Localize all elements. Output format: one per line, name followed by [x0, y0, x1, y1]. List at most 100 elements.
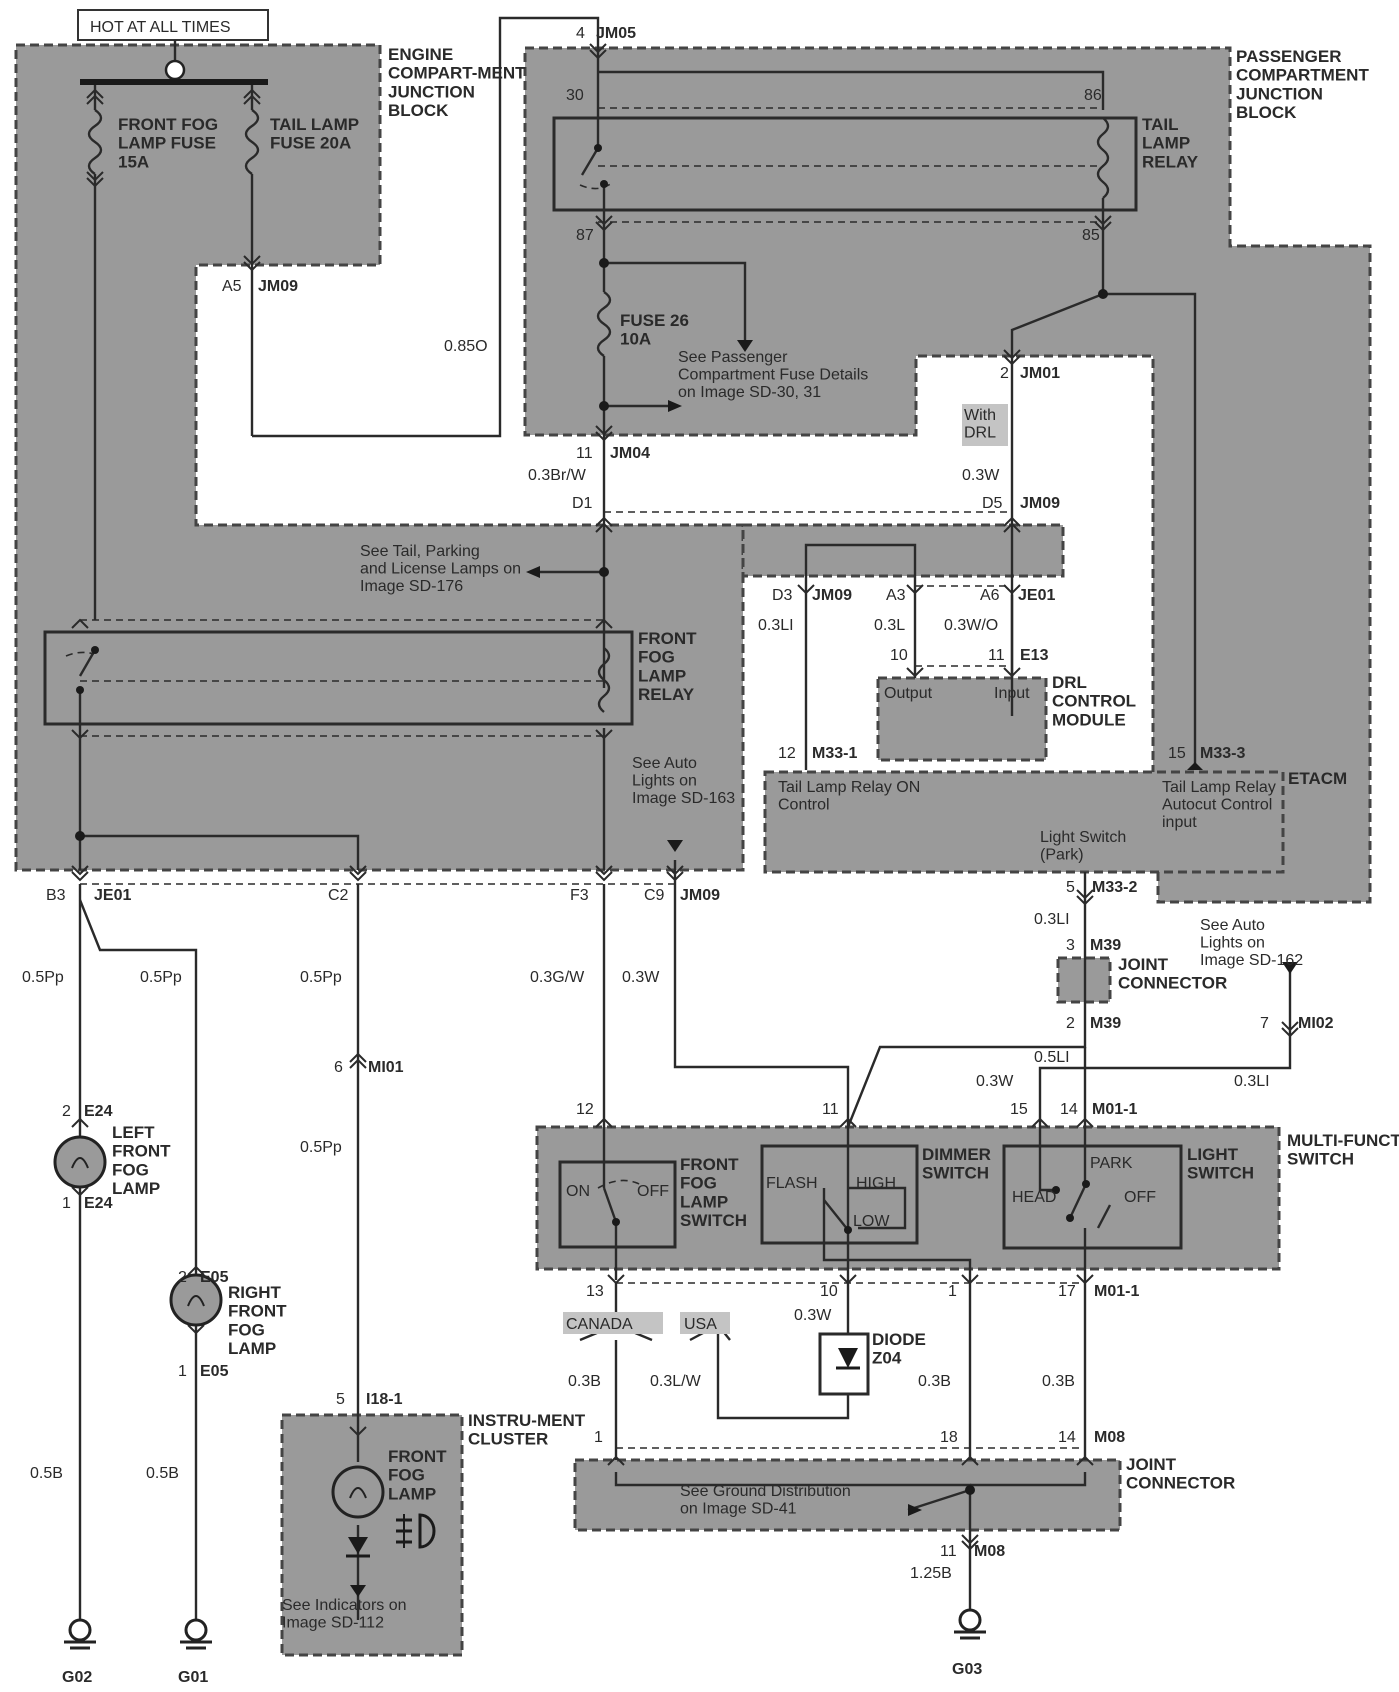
jm09-c9-label: JM09	[680, 887, 720, 904]
wire-03w-drl: 0.3W	[962, 467, 1000, 484]
light-switch-frame	[1002, 1144, 1183, 1250]
m39-2-label: M39	[1090, 1015, 1121, 1032]
wire-05b-a: 0.5B	[30, 1465, 63, 1482]
d3-pin: D3	[772, 587, 793, 604]
wire-125b: 1.25B	[910, 1565, 952, 1582]
jm05-label: JM05	[596, 25, 636, 42]
wire-03w-10: 0.3W	[794, 1307, 832, 1324]
a6-pin: A6	[980, 587, 1000, 604]
mi01-label: MI01	[368, 1059, 404, 1076]
a3-pin: A3	[886, 587, 906, 604]
mi02-label: MI02	[1298, 1015, 1334, 1032]
fog-switch-off: OFF	[637, 1183, 669, 1200]
wire-03w-c9: 0.3W	[622, 969, 660, 986]
m08-pin14: 14	[1058, 1429, 1076, 1446]
canada-tag-bg	[563, 1312, 663, 1334]
jm04-pin: 11	[576, 445, 593, 462]
a5-pin: A5	[222, 278, 242, 295]
ground-g03-icon	[954, 1608, 986, 1640]
cluster-lamp-icon	[331, 1465, 385, 1558]
wires	[65, 16, 1292, 1620]
wire-03l-a3: 0.3L	[874, 617, 905, 634]
usa-tag-bg	[680, 1312, 730, 1334]
jm09-d5-label: JM09	[1020, 495, 1060, 512]
dimmer-flash: FLASH	[766, 1175, 818, 1192]
c9-pin: C9	[644, 887, 665, 904]
region-canada: CANADA	[566, 1316, 633, 1333]
wire-03li-m33: 0.3LI	[1034, 911, 1070, 928]
jm09-d3-label: JM09	[812, 587, 852, 604]
junction-dots	[75, 144, 1108, 1495]
m33-3-label: M33-3	[1200, 745, 1245, 762]
drl-input: Input	[994, 685, 1030, 702]
mfs-pin1: 1	[948, 1283, 957, 1300]
mi02-pin: 7	[1260, 1015, 1269, 1032]
wire-05pp-c: 0.5Pp	[300, 969, 342, 986]
je01-b3-label: JE01	[94, 887, 131, 904]
with-drl-tag-bg	[962, 404, 1008, 446]
jm01-pin: 2	[1000, 365, 1009, 382]
etacm-title: ETACM	[1288, 769, 1347, 788]
wire-05pp-d: 0.5Pp	[300, 1139, 342, 1156]
m39-3-label: M39	[1090, 937, 1121, 954]
front-fog-lamp-relay-frame	[43, 630, 634, 726]
m01-top-label: M01-1	[1092, 1101, 1137, 1118]
e05-2-label: E05	[200, 1269, 229, 1286]
m08-joint-connector-box	[573, 1458, 1122, 1532]
i18-label: I18-1	[366, 1391, 403, 1408]
mfs-pin17: 17	[1058, 1283, 1076, 1300]
relay-pin-86: 86	[1084, 87, 1102, 104]
mfs-pin10: 10	[820, 1283, 838, 1300]
mfs-pin11: 11	[822, 1101, 839, 1118]
drl-module-box	[876, 676, 1048, 762]
wire-03lw: 0.3L/W	[650, 1373, 702, 1390]
m08-pin11: 11	[940, 1543, 957, 1560]
light-off: OFF	[1124, 1189, 1156, 1206]
note-light-park: Light Switch(Park)	[1040, 829, 1126, 864]
ground-g02-icon	[64, 1618, 96, 1650]
wire-03w-15: 0.3W	[976, 1073, 1014, 1090]
m33-1-pin: 12	[778, 745, 796, 762]
instrument-cluster-box	[280, 1413, 464, 1657]
d5-pin: D5	[982, 495, 1003, 512]
light-head: HEAD	[1012, 1189, 1056, 1206]
d1-pin: D1	[572, 495, 593, 512]
e13-label: E13	[1020, 647, 1049, 664]
jm05-pin: 4	[576, 25, 585, 42]
jm04-label: JM04	[610, 445, 650, 462]
region-usa: USA	[684, 1316, 717, 1333]
m39-2-pin: 2	[1066, 1015, 1075, 1032]
m33-3-pin: 15	[1168, 745, 1186, 762]
mfs-pin15: 15	[1010, 1101, 1028, 1118]
mfs-pin13: 13	[586, 1283, 604, 1300]
wire-085o: 0.85O	[444, 338, 488, 355]
m08-pin1: 1	[594, 1429, 603, 1446]
m08-bot-label: M08	[974, 1543, 1005, 1560]
hot-at-all-times: HOT AT ALL TIMES	[90, 19, 231, 36]
mfs-title: MULTI-FUNCTIONSWITCH	[1287, 1131, 1399, 1169]
m39-3-pin: 3	[1066, 937, 1075, 954]
b3-pin: B3	[46, 887, 66, 904]
hot-label-box	[77, 9, 269, 41]
dimmer-switch-frame	[760, 1144, 919, 1245]
diode-icon	[838, 1348, 858, 1368]
dimmer-low: LOW	[853, 1213, 890, 1230]
mfs-pin14: 14	[1060, 1101, 1078, 1118]
